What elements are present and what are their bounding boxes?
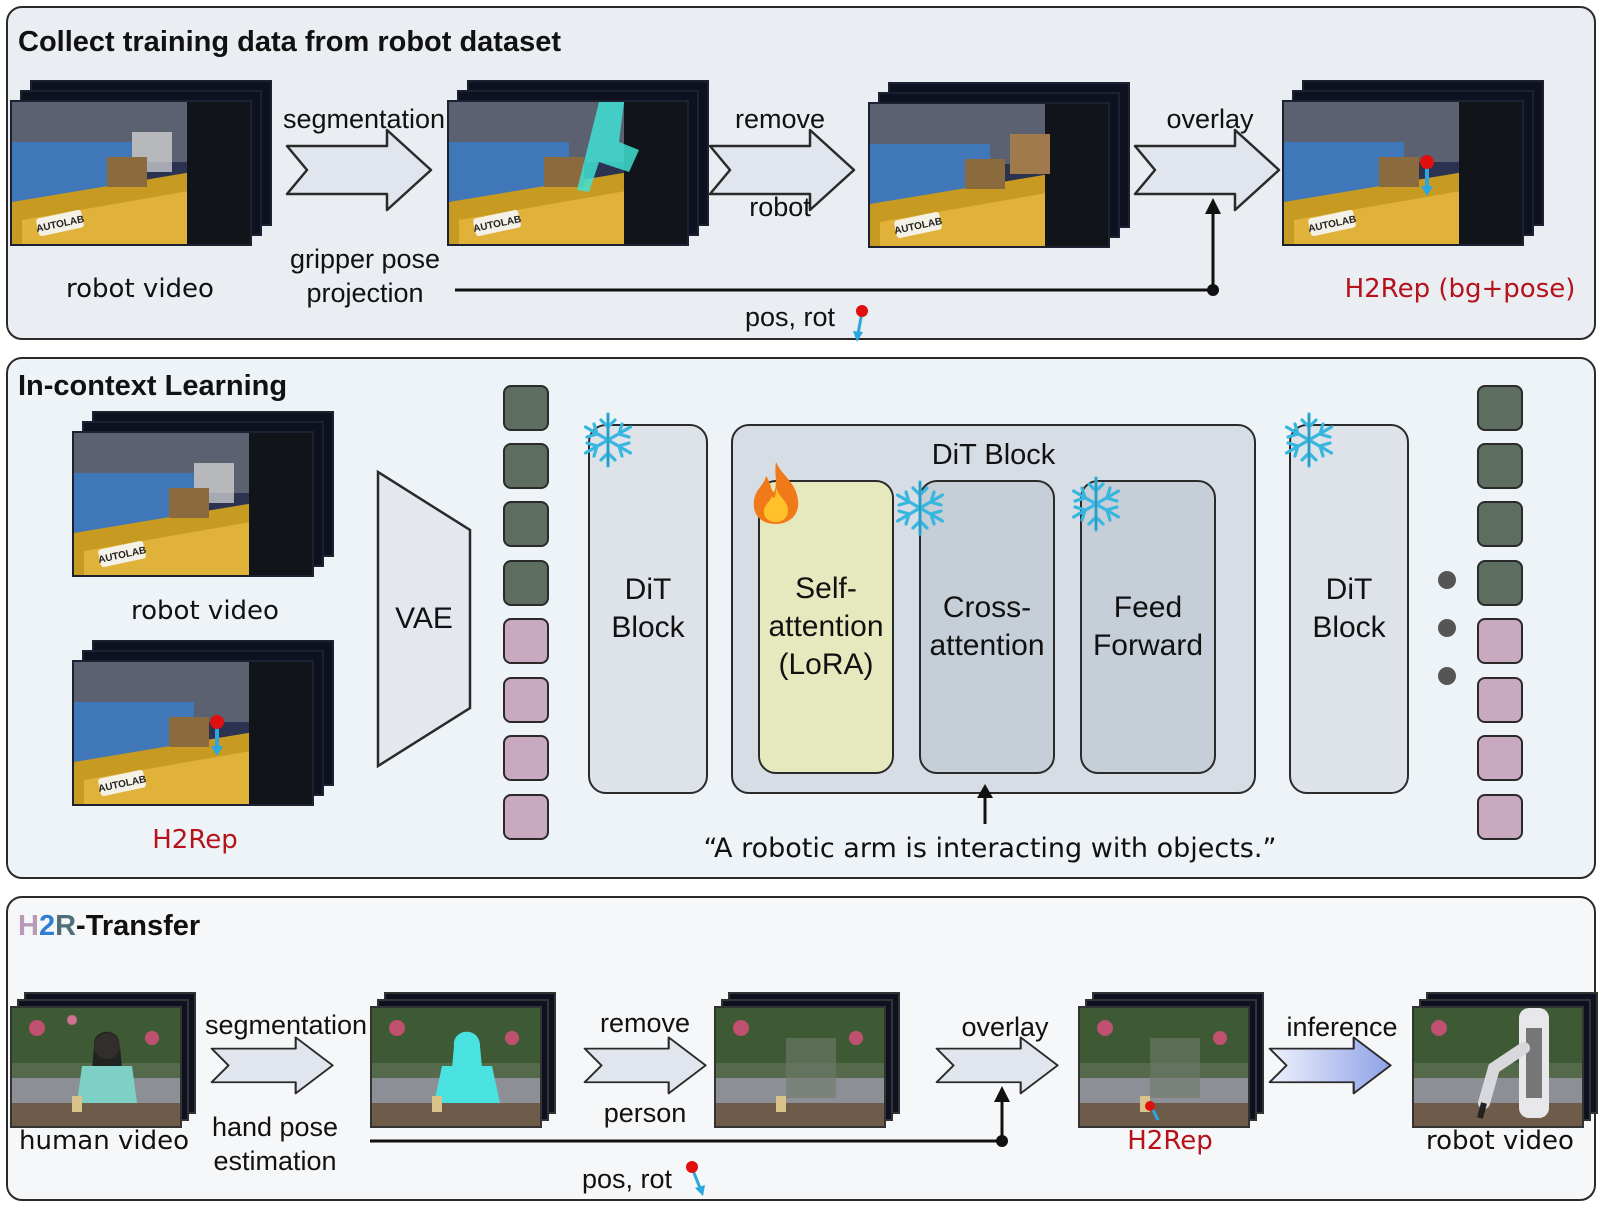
condition-token [503, 677, 549, 723]
overlay-label-human: overlay [961, 1012, 1049, 1042]
robot-label: robot [749, 192, 811, 222]
gripper-pose-icon [853, 305, 868, 342]
h2rep-scene-image: AUTOLAB [1282, 100, 1524, 246]
estimation-label: estimation [213, 1146, 337, 1176]
gripper-pose-label: gripper pose [289, 244, 441, 274]
pos-rot-label: pos, rot [744, 302, 836, 332]
hand-pose-icon [686, 1161, 705, 1196]
prompt-text: “A robotic arm is interacting with objec… [703, 833, 1277, 864]
output-token [1477, 385, 1523, 431]
generated-robot-scene-image [1412, 1006, 1584, 1128]
inference-arrow [1268, 1036, 1392, 1095]
self-attention-lora-block: Self- attention (LoRA) [758, 480, 894, 774]
condition-token [503, 735, 549, 781]
icl-robot-video-label: robot video [131, 596, 279, 626]
overlay-label: overlay [1166, 104, 1254, 134]
inference-label: inference [1286, 1012, 1398, 1042]
latent-token [503, 385, 549, 431]
h2rep-human-scene-image [1078, 1006, 1250, 1128]
dit-block-right: DiT Block [1289, 424, 1409, 794]
human-video-label: human video [19, 1126, 189, 1156]
output-token [1477, 794, 1523, 840]
h2rep-label-human: H2Rep [1127, 1126, 1213, 1156]
output-token [1477, 677, 1523, 723]
output-token [1477, 618, 1523, 664]
vae-label: VAE [395, 602, 453, 635]
fire-icon [753, 462, 799, 524]
panel-title-h2r-transfer: H2R-Transfer [18, 910, 201, 942]
feed-forward-block: Feed Forward [1080, 480, 1216, 774]
ellipsis-dot [1438, 619, 1456, 637]
latent-token [503, 560, 549, 606]
condition-token [503, 618, 549, 664]
person-label: person [603, 1098, 687, 1128]
projection-label: projection [306, 278, 424, 308]
pos-rot-label-human: pos, rot [581, 1164, 673, 1194]
segmented-scene-image: AUTOLAB [447, 100, 689, 246]
prompt-arrow [977, 784, 993, 824]
panel-title-in-context: In-context Learning [18, 370, 288, 402]
output-token [1477, 443, 1523, 489]
ellipsis-dot [1438, 571, 1456, 589]
output-token [1477, 735, 1523, 781]
panel-title-collect: Collect training data from robot dataset [18, 26, 561, 58]
human-scene-image [10, 1006, 182, 1128]
human-background-scene-image [714, 1006, 886, 1128]
vae-encoder-shape [376, 469, 472, 769]
pose-projection-line [455, 198, 1221, 296]
condition-token [503, 794, 549, 840]
latent-token [503, 443, 549, 489]
robot-scene-image: AUTOLAB [10, 100, 252, 246]
hand-pose-label: hand pose [211, 1112, 339, 1142]
dit-block-title: DiT Block [931, 439, 1056, 471]
dit-block-left: DiT Block [588, 424, 708, 794]
output-token [1477, 560, 1523, 606]
segmented-human-scene-image [370, 1006, 542, 1128]
robot-video-label: robot video [66, 274, 214, 304]
segmentation-label-human: segmentation [204, 1010, 368, 1040]
latent-token [503, 501, 549, 547]
robot-video-output-label: robot video [1426, 1126, 1574, 1156]
h2rep-bg-pose-label: H2Rep (bg+pose) [1344, 274, 1576, 304]
output-token [1477, 501, 1523, 547]
remove-label-human: remove [599, 1008, 691, 1038]
icl-robot-scene-image: AUTOLAB [72, 431, 314, 577]
segmentation-label: segmentation [282, 104, 446, 134]
cross-attention-block: Cross- attention [919, 480, 1055, 774]
background-scene-image: AUTOLAB [868, 102, 1110, 248]
icl-h2rep-label: H2Rep [152, 825, 238, 855]
icl-h2rep-scene-image: AUTOLAB [72, 660, 314, 806]
remove-label: remove [734, 104, 826, 134]
ellipsis-dot [1438, 667, 1456, 685]
